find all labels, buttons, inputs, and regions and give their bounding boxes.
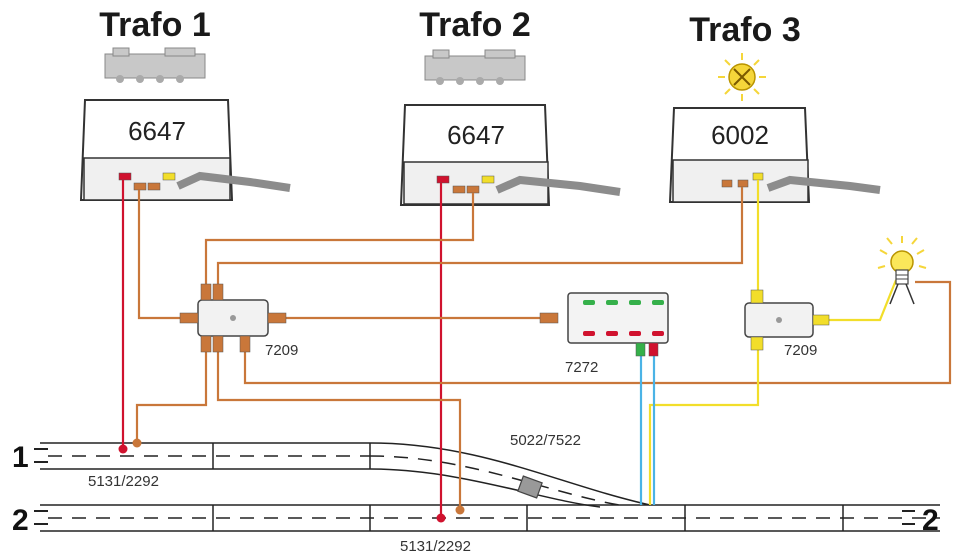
locomotive-icon — [104, 47, 206, 83]
track-2-brown-feed — [455, 505, 465, 515]
track-2-label: 2 — [12, 504, 29, 537]
distributor-left — [179, 283, 287, 353]
transformer-2: 6647 — [399, 104, 621, 206]
transformer-1: 6647 — [79, 99, 291, 201]
light-bulb-icon — [877, 236, 927, 305]
switch-panel — [539, 292, 669, 357]
trafo-1-model: 6647 — [128, 116, 186, 146]
trafo-3-title: Trafo 3 — [689, 11, 800, 49]
trafo-1-title: Trafo 1 — [99, 6, 210, 44]
track-2-red-feed — [436, 513, 446, 523]
blue-wires — [639, 355, 656, 505]
trafo-3-model: 6002 — [711, 120, 769, 150]
red-wires — [121, 180, 443, 518]
distributor-right-label: 7209 — [784, 342, 817, 359]
track-layout — [40, 442, 940, 532]
track-1-brown-feed — [132, 438, 142, 448]
track-2-right-label: 2 — [922, 504, 939, 537]
track-feed-2-label: 5131/2292 — [400, 538, 471, 555]
trafo-2-title: Trafo 2 — [419, 6, 530, 44]
lamp-icon — [718, 53, 766, 101]
distributor-left-label: 7209 — [265, 342, 298, 359]
switch-panel-label: 7272 — [565, 359, 598, 376]
track-1-label: 1 — [12, 441, 29, 474]
track-end-markers — [34, 448, 915, 525]
distributor-right — [744, 289, 830, 351]
yellow-wires — [648, 180, 898, 505]
locomotive-icon — [424, 49, 526, 85]
turnout-motor — [517, 475, 543, 499]
transformer-3: 6002 — [668, 107, 881, 203]
track-1-red-feed — [118, 444, 128, 454]
trafo-2-model: 6647 — [447, 120, 505, 150]
brown-wires — [135, 187, 952, 510]
turnout-label: 5022/7522 — [510, 432, 581, 449]
track-feed-1-label: 5131/2292 — [88, 473, 159, 490]
